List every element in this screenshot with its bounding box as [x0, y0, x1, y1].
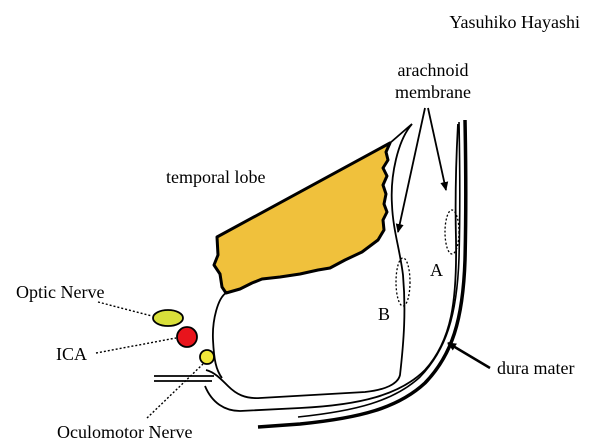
- region-b-label: B: [378, 304, 390, 324]
- arachnoid-arrow-inner: [398, 108, 425, 232]
- skull-base-line: [154, 376, 214, 381]
- author-credit: Yasuhiko Hayashi: [449, 12, 580, 32]
- oculomotor-leader: [147, 364, 203, 418]
- oculomotor-nerve-shape: [200, 350, 214, 364]
- temporal-lobe-label: temporal lobe: [166, 167, 265, 187]
- optic-nerve-label: Optic Nerve: [16, 282, 104, 302]
- optic-nerve-shape: [153, 310, 183, 326]
- region-a-label: A: [430, 260, 443, 280]
- ica-label: ICA: [56, 344, 87, 364]
- arachnoid-label-line1: arachnoid: [398, 60, 469, 80]
- arachnoid-arrow-outer: [428, 108, 446, 190]
- oculomotor-nerve-label: Oculomotor Nerve: [57, 422, 192, 441]
- arachnoid-label-line2: membrane: [395, 82, 471, 102]
- temporal-lobe-region: [214, 143, 390, 293]
- ica-leader: [96, 338, 176, 353]
- optic-nerve-leader: [98, 302, 152, 316]
- ica-shape: [177, 327, 197, 347]
- dura-mater-arrow: [448, 343, 490, 368]
- dura-mater-label: dura mater: [497, 358, 574, 378]
